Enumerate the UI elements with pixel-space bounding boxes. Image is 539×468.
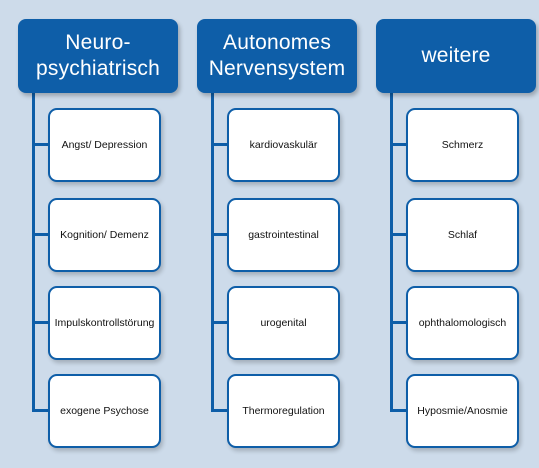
category-item: kardiovaskulär [227,108,340,182]
category-item-label: Thermoregulation [242,404,325,417]
connector-branch [390,409,408,412]
category-item-label: ophthalomologisch [418,316,507,329]
column-other: weitere Schmerz Schlaf ophthalomologisch… [376,0,536,468]
category-header: Autonomes Nervensystem [197,19,357,93]
connector-branch [211,321,229,324]
category-item-label: Angst/ Depression [61,138,148,151]
connector-branch [32,321,50,324]
connector-branch [390,143,408,146]
category-item: Schlaf [406,198,519,272]
connector-branch [32,143,50,146]
category-item: ophthalomologisch [406,286,519,360]
category-item-label: exogene Psychose [60,404,149,417]
category-item: Kognition/ Demenz [48,198,161,272]
category-title: Autonomes Nervensystem [208,31,346,80]
category-title: Neuro- psychiatrisch [36,31,160,80]
connector-branch [32,409,50,412]
category-header: Neuro- psychiatrisch [18,19,178,93]
connector-branch [390,233,408,236]
connector-trunk [32,90,35,412]
category-item-label: kardiovaskulär [249,138,318,151]
category-item: exogene Psychose [48,374,161,448]
category-item-label: Schlaf [447,228,478,241]
category-item: Thermoregulation [227,374,340,448]
category-item: urogenital [227,286,340,360]
connector-branch [32,233,50,236]
category-item: gastrointestinal [227,198,340,272]
category-header: weitere [376,19,536,93]
connector-branch [211,233,229,236]
connector-branch [211,409,229,412]
category-item: Schmerz [406,108,519,182]
category-item: Hyposmie/Anosmie [406,374,519,448]
category-item-label: urogenital [260,316,307,329]
column-neuropsychiatric: Neuro- psychiatrisch Angst/ Depression K… [18,0,178,468]
category-item: Impulskontrollstörung [48,286,161,360]
category-item-label: Schmerz [441,138,484,151]
connector-branch [390,321,408,324]
column-autonomic: Autonomes Nervensystem kardiovaskulär ga… [197,0,357,468]
connector-trunk [390,90,393,412]
category-item-label: Hyposmie/Anosmie [417,404,508,417]
category-item-label: Impulskontrollstörung [54,316,155,329]
category-item: Angst/ Depression [48,108,161,182]
category-item-label: Kognition/ Demenz [60,228,149,241]
connector-branch [211,143,229,146]
connector-trunk [211,90,214,412]
category-item-label: gastrointestinal [248,228,319,241]
category-title: weitere [421,44,491,67]
